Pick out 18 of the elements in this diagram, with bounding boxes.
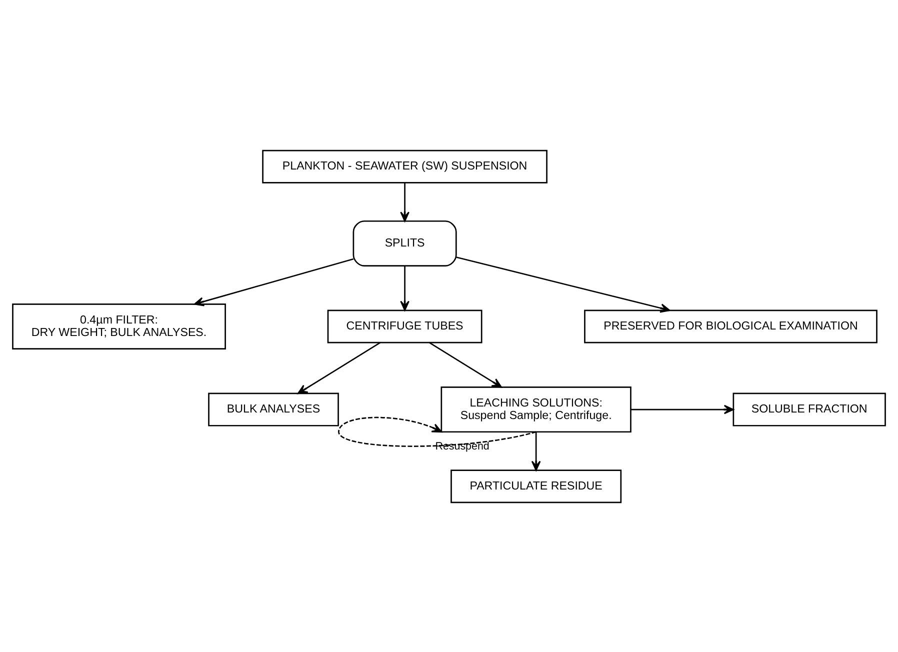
arrow (297, 342, 380, 394)
node-box: PARTICULATE RESIDUE (450, 469, 622, 503)
node-box: LEACHING SOLUTIONS: Suspend Sample; Centrifuge. (440, 386, 632, 432)
arrow (429, 342, 502, 388)
node-box: SPLITS (352, 220, 457, 266)
arrow (400, 182, 410, 222)
node-box: 0.4µm FILTER: DRY WEIGHT; BULK ANALYSES. (12, 303, 226, 349)
node-box: BULK ANALYSES (208, 392, 339, 426)
node-box: PLANKTON - SEAWATER (SW) SUSPENSION (262, 149, 548, 183)
arrow (194, 258, 354, 306)
arrow (531, 432, 541, 470)
node-box: CENTRIFUGE TUBES (327, 309, 482, 343)
arrow (400, 266, 410, 310)
arrow (630, 404, 734, 414)
edge-label: Resuspend (435, 440, 490, 452)
node-box: PRESERVED FOR BIOLOGICAL EXAMINATION (584, 309, 878, 343)
arrow (456, 256, 670, 312)
node-box: SOLUBLE FRACTION (732, 392, 886, 426)
